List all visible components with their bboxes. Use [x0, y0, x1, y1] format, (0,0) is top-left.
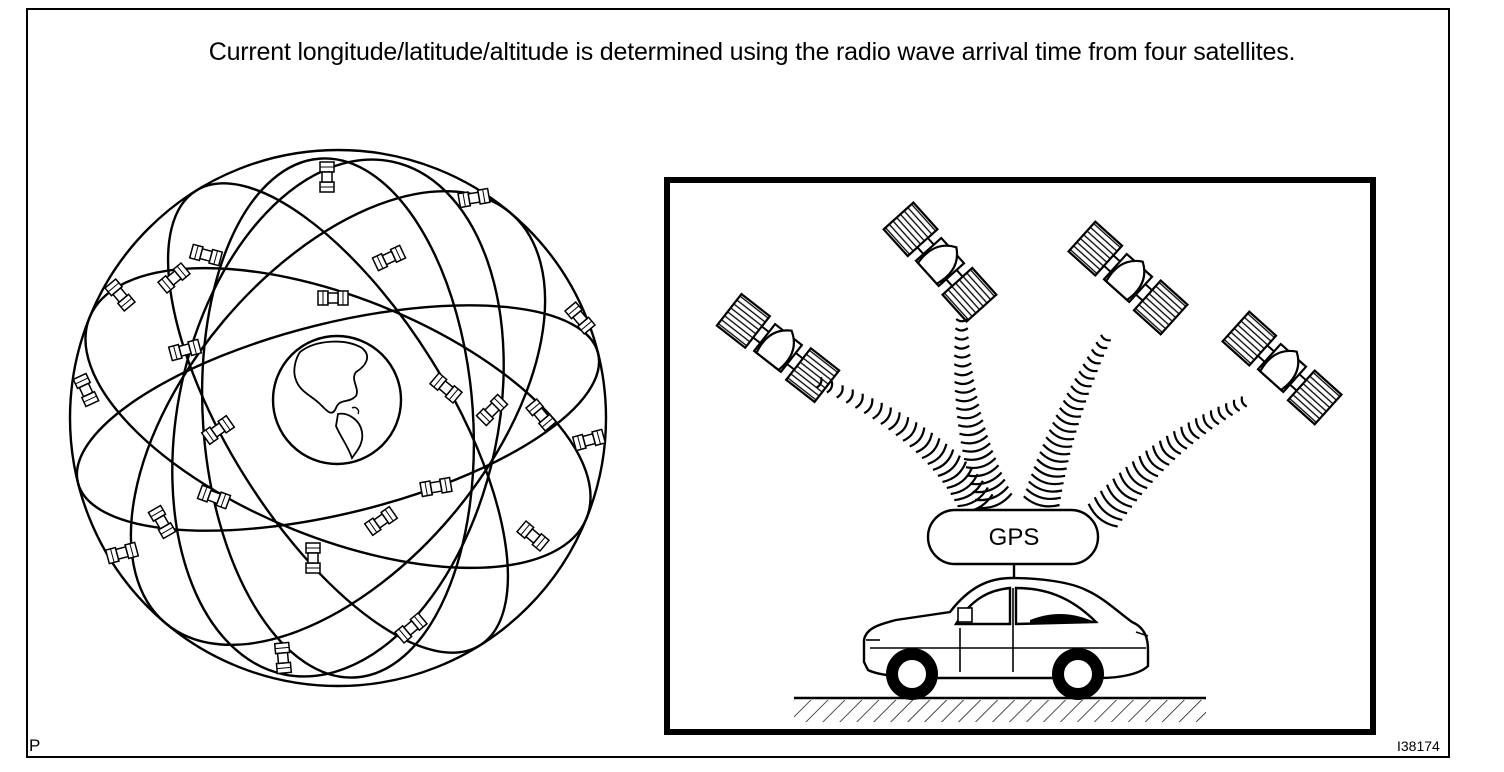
- radio-wave-arc: [845, 389, 854, 404]
- radio-wave-arc: [902, 422, 918, 442]
- radio-wave-arc: [962, 442, 991, 453]
- radio-wave-arc: [1138, 455, 1159, 478]
- radio-wave-arc: [960, 434, 989, 445]
- radio-wave-arc: [954, 344, 970, 350]
- radio-wave-arc: [967, 464, 1000, 478]
- radio-wave-arc: [946, 467, 973, 489]
- radio-wave-arc: [1225, 403, 1234, 417]
- radio-wave-arc: [953, 370, 974, 377]
- radio-wave-arc: [955, 318, 968, 323]
- radio-wave-arc: [915, 432, 934, 454]
- radio-wave-arc: [1217, 406, 1227, 421]
- radio-wave-arc: [1125, 466, 1148, 490]
- radio-wave-arc: [1023, 495, 1060, 508]
- radio-wave-arc: [959, 427, 986, 437]
- radio-wave-arc: [1240, 396, 1248, 408]
- radio-wave-arc: [1045, 436, 1073, 448]
- radio-wave-arc: [880, 407, 892, 425]
- radio-wave-arc: [963, 449, 994, 461]
- radio-wave-arc: [1151, 445, 1170, 466]
- radio-wave-arc: [863, 398, 874, 415]
- earth-globe: [271, 334, 403, 466]
- radio-wave-arc: [1074, 377, 1092, 388]
- radio-wave-arc: [854, 393, 864, 409]
- radio-wave-arc: [1145, 450, 1164, 472]
- radio-wave-arc: [1078, 370, 1095, 380]
- figure-code: I38174: [1397, 738, 1440, 754]
- radio-wave-arc: [1055, 414, 1079, 426]
- radio-wave-arc: [1209, 410, 1220, 426]
- car-rear-wheel: [1052, 648, 1104, 700]
- radio-wave-arc: [816, 376, 823, 389]
- radio-wave-arc: [887, 412, 901, 431]
- radio-wave-arc: [974, 485, 1010, 502]
- radio-wave-arc: [1180, 426, 1194, 445]
- radio-wave-arc: [1036, 458, 1067, 471]
- car-front-wheel: [886, 648, 938, 700]
- radio-wave-arc: [1048, 429, 1075, 441]
- radio-wave-arc: [954, 327, 969, 332]
- radio-wave-arc: [1099, 490, 1128, 515]
- radio-wave-arc: [1062, 399, 1084, 411]
- radio-wave-arc: [1131, 461, 1153, 484]
- radio-wave-arc: [977, 492, 1013, 510]
- radio-wave-arc: [1187, 422, 1200, 440]
- radio-wave-arc: [954, 379, 975, 386]
- radio-wave-arc: [1086, 356, 1101, 365]
- radio-wave-arc: [954, 387, 977, 394]
- radio-wave-arc: [1052, 421, 1077, 433]
- radio-wave-arc: [1105, 484, 1133, 508]
- radio-wave-arc: [895, 417, 910, 437]
- radio-wave-arc: [937, 455, 961, 477]
- radio-wave-arc: [1194, 418, 1207, 435]
- radio-wave-arc: [970, 471, 1003, 486]
- radio-wave-arc: [1030, 473, 1064, 486]
- radio-wave-arc: [826, 380, 834, 394]
- radio-wave-arc: [932, 449, 955, 471]
- radio-wave-arc: [921, 438, 941, 460]
- radio-wave-arc: [955, 403, 980, 411]
- radio-wave-arc: [957, 419, 984, 428]
- radio-wave-arc: [965, 457, 997, 470]
- radio-wave-arc: [909, 427, 926, 448]
- radio-wave-arc: [1173, 431, 1188, 450]
- radio-wave-arc: [1066, 392, 1087, 403]
- gps-receiver-label: GPS: [989, 524, 1040, 551]
- diagram-caption: Current longitude/latitude/altitude is d…: [208, 38, 1296, 66]
- radio-wave-arc: [953, 353, 971, 359]
- radio-wave-arc: [1158, 440, 1176, 461]
- radio-wave-arc: [1165, 435, 1182, 455]
- radio-wave-arc: [1093, 496, 1123, 521]
- radio-wave-arc: [1087, 503, 1118, 528]
- radio-wave-arc: [1099, 334, 1111, 342]
- radio-wave-arc: [1118, 472, 1143, 496]
- radio-wave-arc: [1112, 478, 1138, 502]
- radio-wave-arc: [1025, 488, 1062, 501]
- radio-wave-arc: [954, 336, 970, 341]
- radio-wave-arc: [1232, 399, 1241, 412]
- radio-wave-arc: [1039, 451, 1069, 463]
- ground-hatching: [794, 696, 1206, 722]
- radio-wave-arc: [836, 385, 844, 399]
- radio-wave-arc: [956, 411, 982, 420]
- radio-wave-arc: [1059, 407, 1082, 418]
- radio-wave-arc: [1070, 385, 1089, 396]
- page-marker-left: P: [29, 736, 41, 755]
- radio-wave-arc: [1091, 348, 1105, 357]
- satellite-constellation: [68, 148, 608, 688]
- radio-wave-arc: [953, 362, 972, 368]
- radio-wave-arc: [872, 402, 883, 420]
- radio-wave-arc: [955, 395, 978, 403]
- radio-wave-arc: [942, 461, 968, 483]
- radio-wave-arc: [1202, 414, 1213, 430]
- radio-wave-arc: [1028, 480, 1063, 493]
- radio-wave-arc: [1042, 443, 1071, 456]
- radio-wave-arc: [1033, 465, 1066, 478]
- radio-wave-arc: [1095, 341, 1108, 350]
- radio-wave-arc: [927, 443, 948, 466]
- radio-wave-arc: [972, 478, 1006, 494]
- radio-wave-arc: [1082, 363, 1098, 373]
- radio-waves: [816, 318, 1248, 528]
